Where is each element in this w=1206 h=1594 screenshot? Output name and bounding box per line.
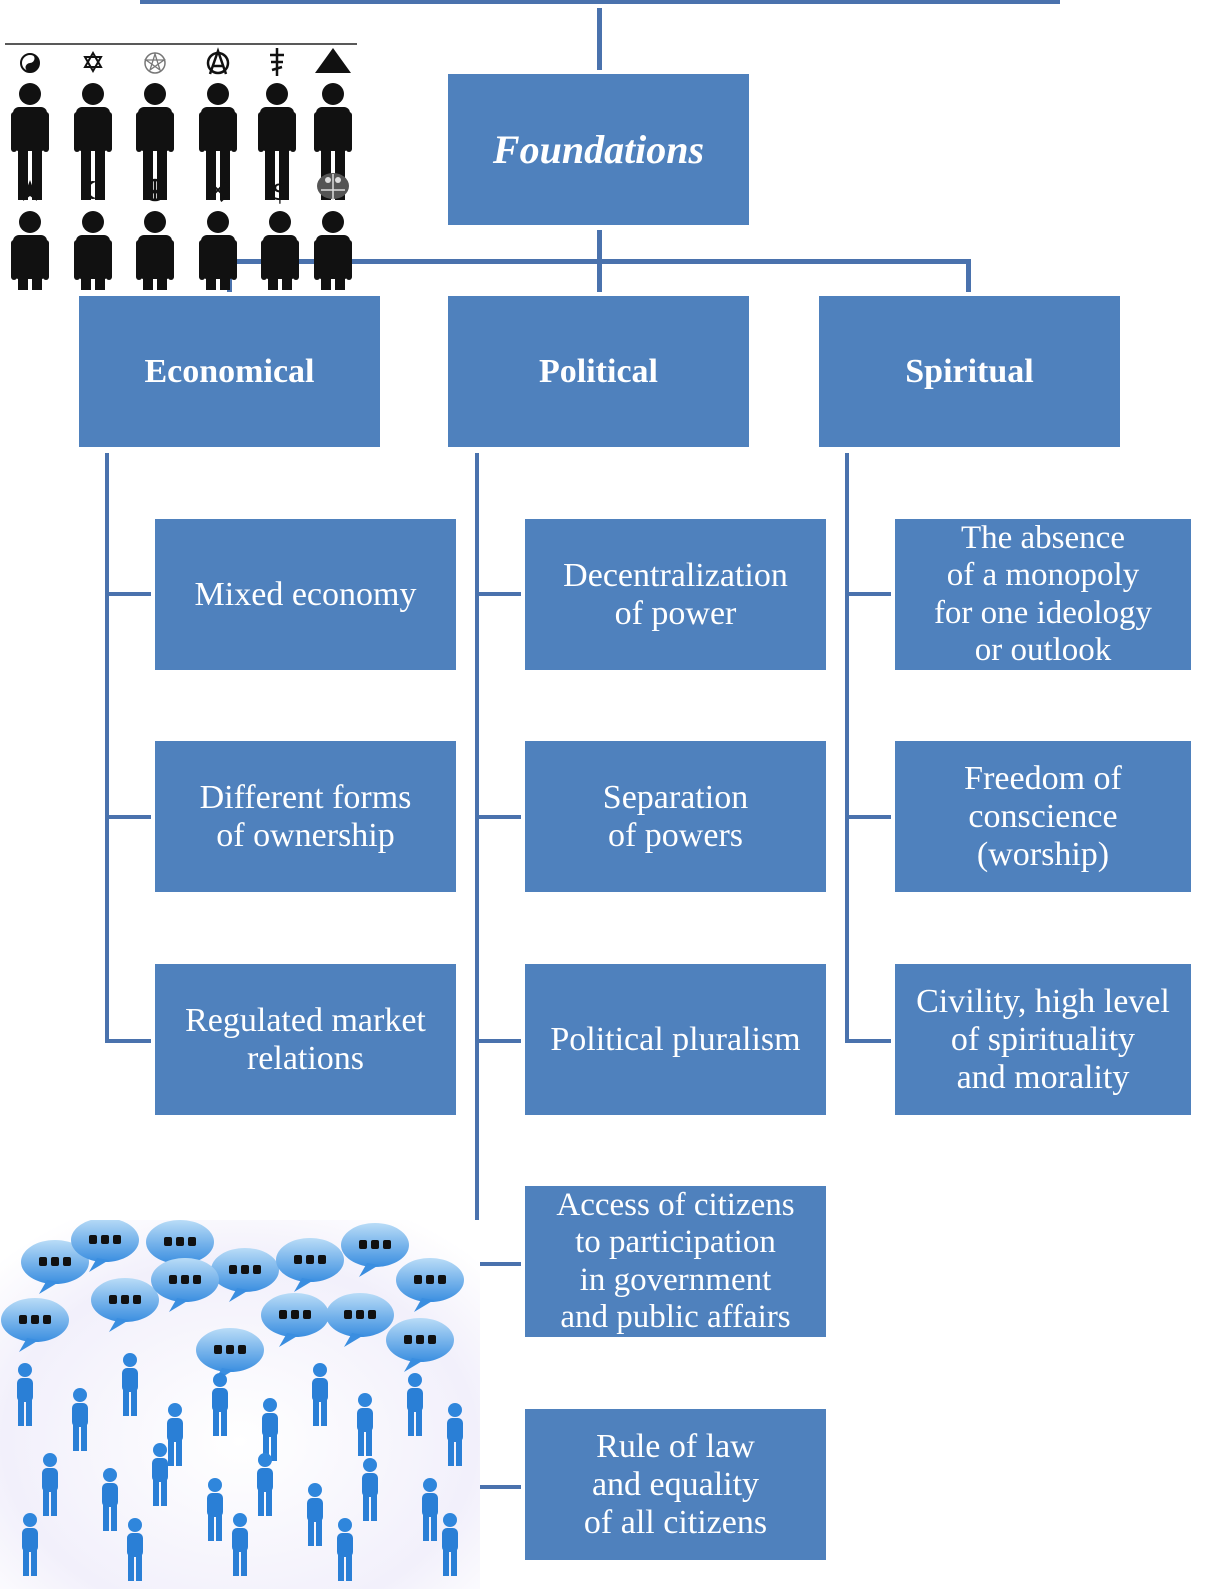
branch-economical-3 [105, 1039, 151, 1043]
person-pyramid-icon [314, 48, 352, 200]
people-symbols-svg: $ [5, 43, 357, 328]
spine-political [475, 453, 479, 1489]
connector-horizontal [227, 259, 971, 264]
crowd-svg [0, 1218, 480, 1589]
spine-spiritual [845, 453, 849, 1043]
spine-economical [105, 453, 109, 1043]
person-star-icon [11, 180, 49, 328]
branch-political-1 [475, 592, 521, 596]
branch-spiritual-3 [845, 1039, 891, 1043]
branch-political-5 [475, 1485, 521, 1489]
category-economical: Economical [79, 296, 380, 447]
person-eagle-icon [314, 173, 352, 328]
category-spiritual: Spiritual [819, 296, 1120, 447]
person-orthodox-cross-icon [258, 48, 296, 200]
person-yin-yang-icon [11, 53, 49, 200]
item-mixed-economy: Mixed economy [155, 519, 456, 670]
crowd-speech-bubbles-illustration [0, 1218, 480, 1589]
item-rule-of-law: Rule of law and equality of all citizens [525, 1409, 826, 1560]
connector-root-in [597, 8, 602, 70]
item-access-of-citizens: Access of citizens to participation in g… [525, 1186, 826, 1337]
branch-political-2 [475, 815, 521, 819]
svg-text:$: $ [272, 177, 289, 207]
person-star-of-david-icon [74, 50, 112, 200]
person-anarchy-icon [199, 47, 237, 200]
branch-economical-1 [105, 592, 151, 596]
person-crescent-icon [74, 181, 112, 328]
item-political-pluralism: Political pluralism [525, 964, 826, 1115]
branch-spiritual-1 [845, 592, 891, 596]
category-political: Political [448, 296, 749, 447]
item-regulated-market: Regulated market relations [155, 964, 456, 1115]
item-civility: Civility, high level of spirituality and… [895, 964, 1191, 1115]
branch-political-4 [475, 1262, 521, 1266]
person-dollar-icon: $ [261, 177, 299, 328]
person-peace-icon [136, 178, 174, 328]
item-absence-of-monopoly: The absence of a monopoly for one ideolo… [895, 519, 1191, 670]
top-border-line [140, 0, 1060, 4]
connector-spiritual-drop [966, 259, 971, 292]
item-forms-of-ownership: Different forms of ownership [155, 741, 456, 892]
person-swastika-icon [199, 177, 237, 328]
root-box-foundations: Foundations [448, 74, 749, 225]
item-decentralization: Decentralization of power [525, 519, 826, 670]
item-freedom-of-conscience: Freedom of conscience (worship) [895, 741, 1191, 892]
branch-political-3 [475, 1039, 521, 1043]
branch-economical-2 [105, 815, 151, 819]
item-separation-of-powers: Separation of powers [525, 741, 826, 892]
people-symbols-illustration: $ [0, 40, 360, 328]
branch-spiritual-2 [845, 815, 891, 819]
person-pentagram-icon [136, 51, 174, 200]
